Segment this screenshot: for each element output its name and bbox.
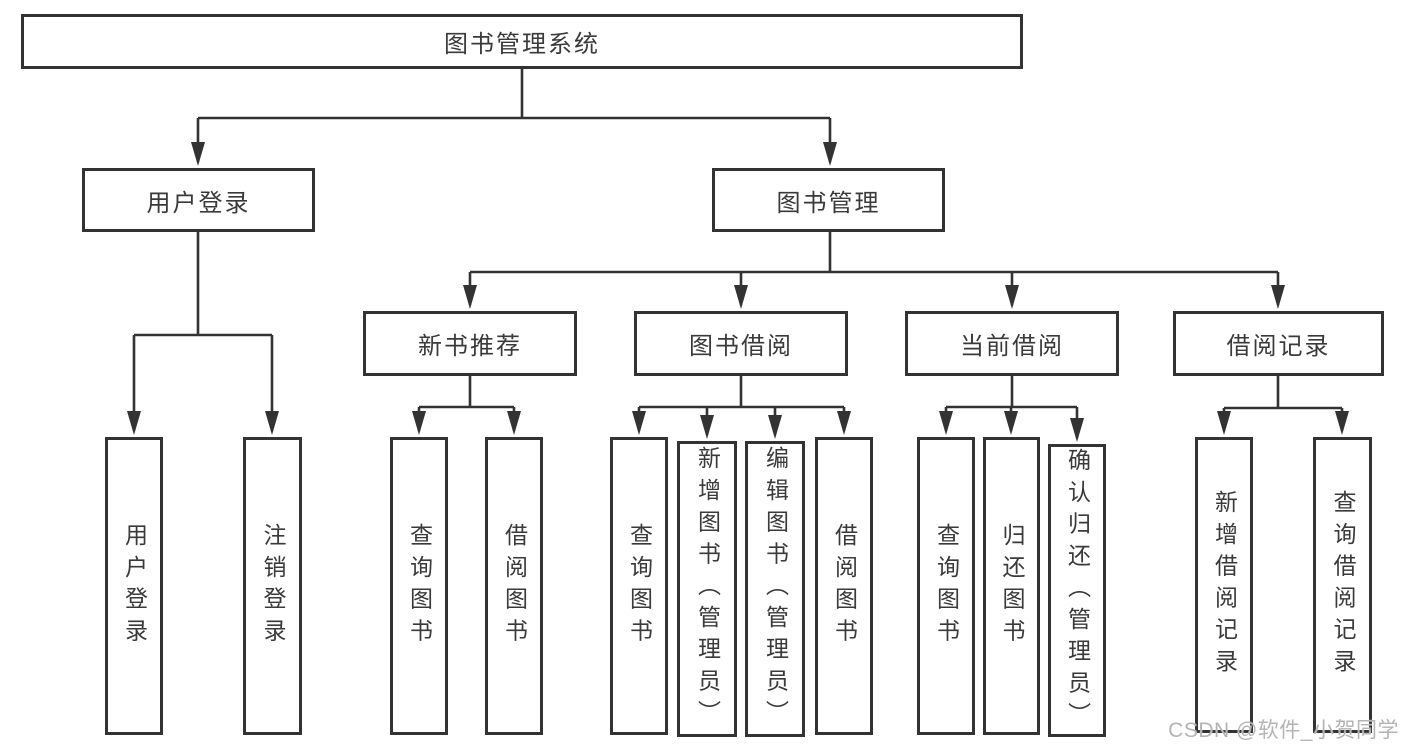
node-borrow-records: 借阅记录 (1173, 311, 1384, 376)
watermark: CSDN @软件_小贺同学 (1168, 719, 1399, 742)
leaf-query-borrow-record: 查询借阅记录 (1313, 437, 1372, 733)
leaf-borrow-books: 借阅图书 (815, 437, 873, 735)
node-current-borrowing: 当前借阅 (905, 311, 1119, 376)
node-user-login: 用户登录 (82, 168, 315, 232)
node-book-borrowing: 图书借阅 (634, 311, 848, 376)
leaf-query-books-borrow: 查询图书 (610, 437, 668, 735)
leaf-logout: 注销登录 (243, 437, 302, 735)
leaf-add-book-admin: 新增图书（管理员） (677, 441, 737, 737)
leaf-confirm-return-admin: 确认归还（管理员） (1048, 444, 1106, 737)
node-book-management: 图书管理 (712, 168, 945, 232)
leaf-edit-book-admin: 编辑图书（管理员） (745, 441, 805, 737)
node-new-book-recommend: 新书推荐 (363, 311, 577, 376)
leaf-add-borrow-record: 新增借阅记录 (1195, 437, 1253, 733)
leaf-query-books-recommend: 查询图书 (390, 437, 448, 735)
leaf-user-login: 用户登录 (105, 437, 163, 735)
node-root-library-system: 图书管理系统 (21, 14, 1023, 69)
leaf-return-books: 归还图书 (983, 437, 1040, 735)
leaf-borrow-books-recommend: 借阅图书 (485, 437, 543, 735)
leaf-query-books-current: 查询图书 (917, 437, 975, 735)
